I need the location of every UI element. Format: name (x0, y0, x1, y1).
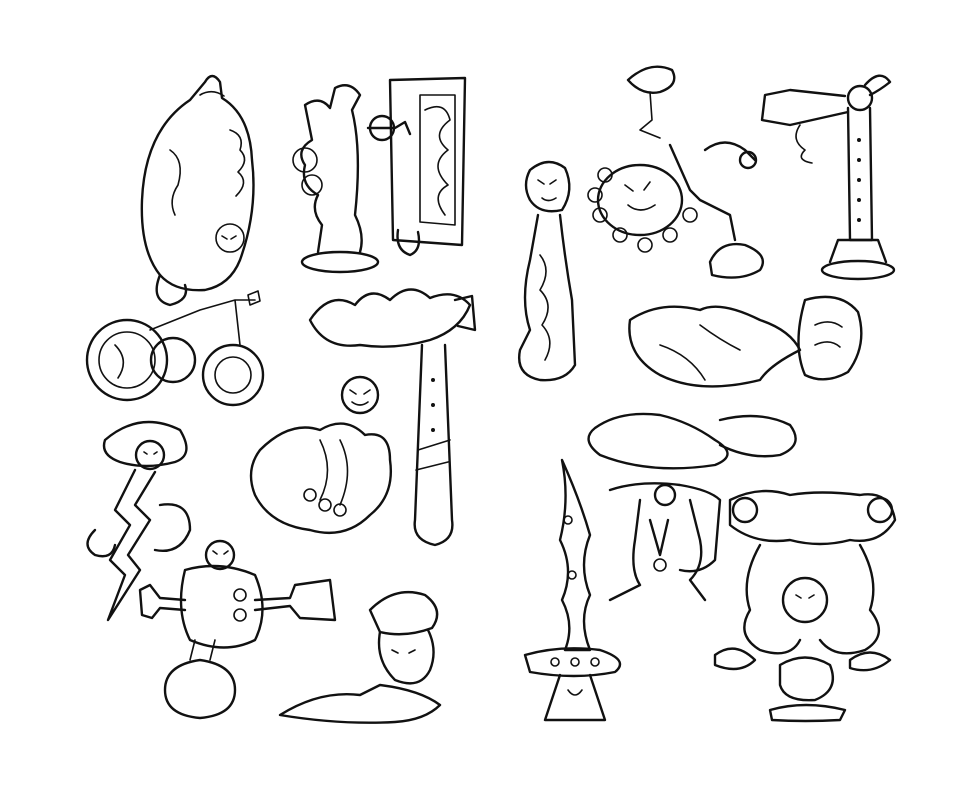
figure-dumbbell-robot (138, 539, 337, 720)
figure-hanging-upside-down (608, 482, 722, 602)
figure-candlestick-mirror (292, 76, 467, 274)
figure-tangled-creatures (713, 489, 897, 723)
figure-lamppost-hand (760, 74, 896, 281)
figure-reclining-hat (278, 590, 442, 724)
figure-bowling-pin-tricycle (85, 74, 265, 407)
figure-flame-pillar (518, 160, 577, 382)
figure-chained-torch-post (249, 288, 477, 547)
figure-flame-sword (523, 458, 622, 722)
figure-sleeping-lamp-head (587, 295, 863, 470)
figure-puppet-pole (587, 65, 765, 279)
figure-hatted-zigzag (86, 420, 192, 622)
